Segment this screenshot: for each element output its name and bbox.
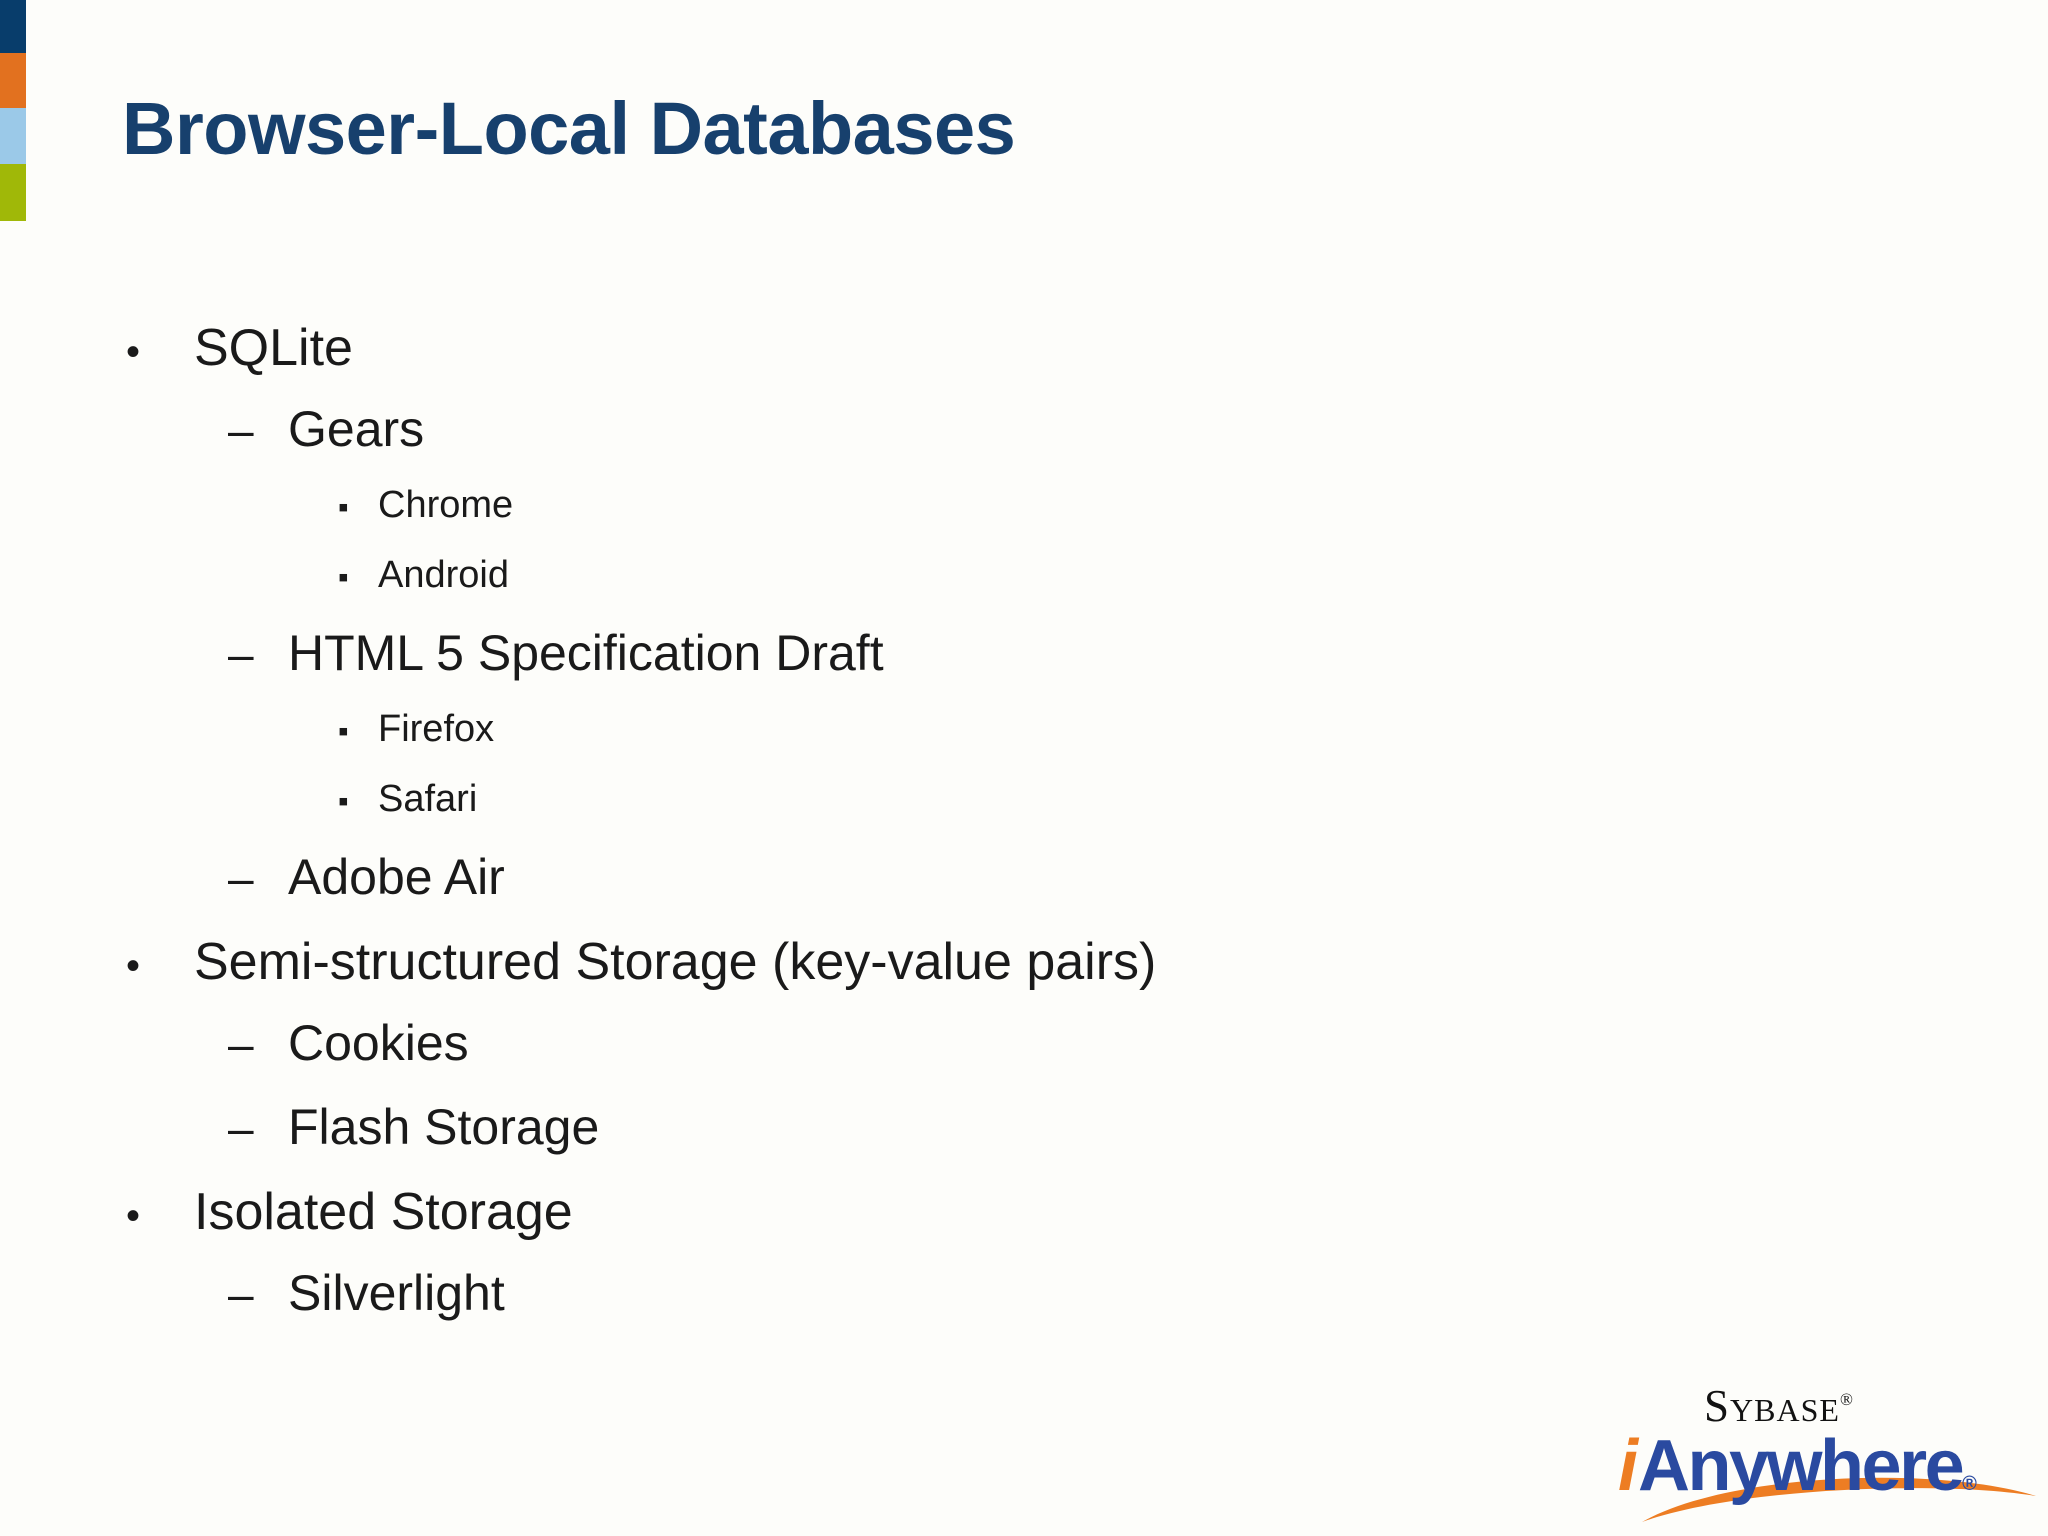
bullet-marker-square-icon: ▪ [338,561,349,594]
bullet-marker-dash-icon: – [228,1268,254,1320]
bullet-marker-dash-icon: – [228,1018,254,1070]
ianywhere-wordmark: iAnywhere® [1618,1430,1977,1502]
bullet-label: Flash Storage [288,1099,600,1155]
registered-trademark-icon: ® [1962,1473,1977,1495]
bullet-marker-square-icon: ▪ [338,491,349,524]
bullet-item-safari: ▪ Safari [0,778,1800,848]
bullet-item-flash-storage: – Flash Storage [0,1098,1800,1182]
bullet-item-sqlite: • SQLite [0,318,1800,400]
bullet-label: Android [378,554,509,596]
bullet-item-chrome: ▪ Chrome [0,484,1800,554]
accent-segment-orange [0,53,26,108]
bullet-label: Cookies [288,1015,469,1071]
sybase-wordmark-text: Sybase [1704,1381,1840,1431]
accent-segment-lightblue [0,108,26,164]
sybase-wordmark: Sybase® [1704,1380,1853,1432]
bullet-marker-dash-icon: – [228,1102,254,1154]
bullet-marker-dash-icon: – [228,852,254,904]
bullet-marker-dash-icon: – [228,628,254,680]
bullet-item-silverlight: – Silverlight [0,1264,1800,1348]
bullet-item-android: ▪ Android [0,554,1800,624]
ianywhere-name-text: Anywhere [1638,1426,1965,1506]
accent-segment-navy [0,0,26,53]
bullet-label: Firefox [378,708,495,750]
bullet-label: Gears [288,401,425,457]
sybase-ianywhere-logo: Sybase® iAnywhere® [1618,1380,2038,1528]
slide-title: Browser-Local Databases [122,86,1016,170]
slide-body-outline: • SQLite – Gears ▪ Chrome ▪ Android – HT… [0,318,1800,1348]
registered-trademark-icon: ® [1839,1390,1853,1409]
bullet-label: SQLite [194,319,353,377]
bullet-item-html5-specification-draft: – HTML 5 Specification Draft [0,624,1800,708]
bullet-marker-dot-icon: • [126,1194,141,1238]
ianywhere-i-letter: i [1618,1426,1639,1506]
bullet-label: Semi-structured Storage (key-value pairs… [194,933,1157,991]
bullet-item-isolated-storage: • Isolated Storage [0,1182,1800,1264]
bullet-marker-dot-icon: • [126,330,141,374]
bullet-label: HTML 5 Specification Draft [288,625,884,681]
bullet-item-adobe-air: – Adobe Air [0,848,1800,932]
accent-segment-green [0,164,26,221]
bullet-label: Silverlight [288,1265,505,1321]
bullet-item-firefox: ▪ Firefox [0,708,1800,778]
bullet-marker-dash-icon: – [228,404,254,456]
bullet-label: Isolated Storage [194,1183,573,1241]
bullet-label: Chrome [378,484,514,526]
accent-color-bar [0,0,26,221]
bullet-item-semi-structured-storage: • Semi-structured Storage (key-value pai… [0,932,1800,1014]
bullet-marker-dot-icon: • [126,944,141,988]
bullet-item-cookies: – Cookies [0,1014,1800,1098]
bullet-marker-square-icon: ▪ [338,715,349,748]
bullet-marker-square-icon: ▪ [338,785,349,818]
bullet-item-gears: – Gears [0,400,1800,484]
bullet-label: Adobe Air [288,849,505,905]
bullet-label: Safari [378,778,478,820]
